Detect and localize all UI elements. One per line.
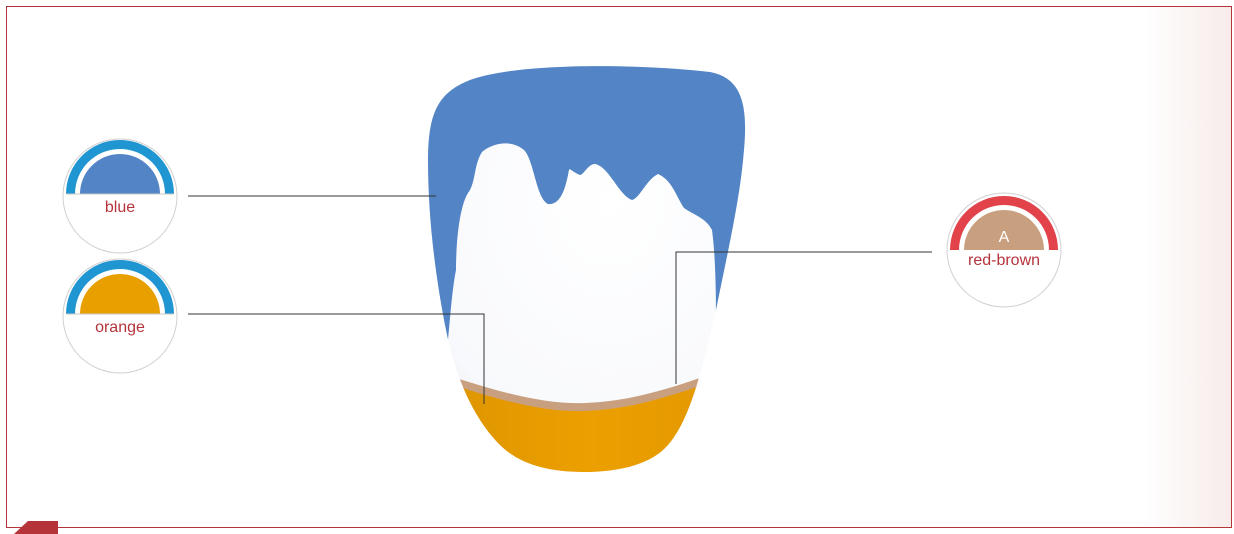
- badge-red-brown-label: red-brown: [946, 252, 1062, 270]
- badge-blue: [63, 139, 177, 253]
- tooth-crown: [400, 50, 780, 500]
- badge-red-brown-letter: A: [946, 229, 1062, 247]
- badge-orange-label: orange: [62, 319, 178, 337]
- leader-line-orange: [188, 314, 484, 404]
- badge-blue-label: blue: [62, 199, 178, 217]
- badge-orange: [63, 259, 177, 373]
- badge-red-brown: [947, 193, 1061, 307]
